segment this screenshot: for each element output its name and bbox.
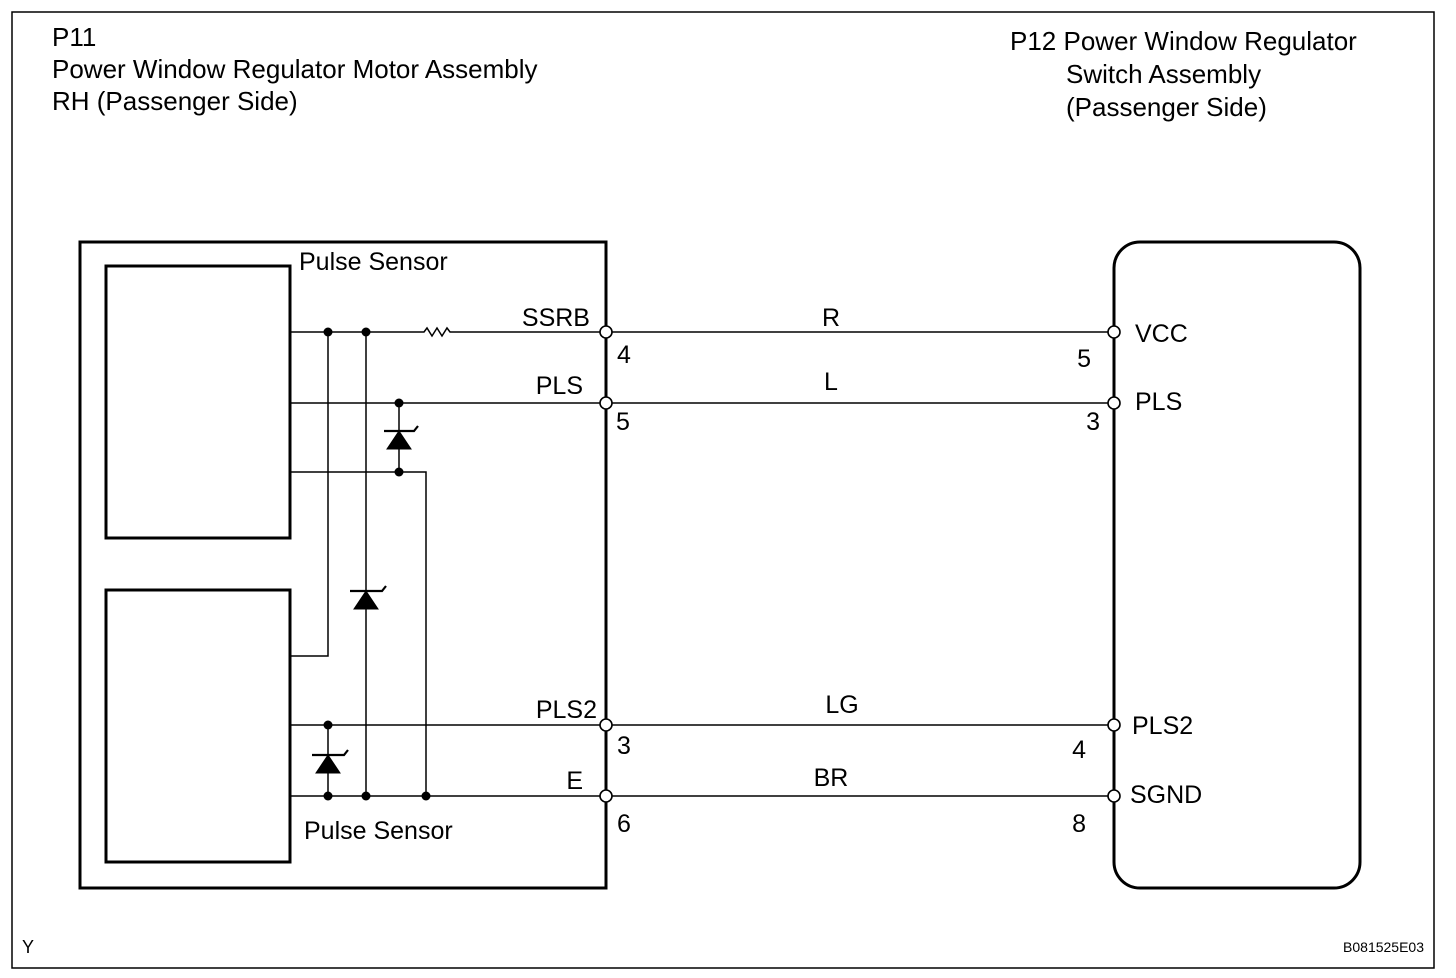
right-pin-sgnd: 8 [1072, 810, 1086, 838]
pulse-sensor-top [104, 264, 292, 540]
right-signal-sgnd: SGND [1130, 781, 1202, 809]
right-pin-pls: 3 [1086, 408, 1100, 436]
right-pin-vcc: 5 [1077, 345, 1091, 373]
wire-color-r: R [822, 304, 840, 332]
pulse-sensor-top-label: Pulse Sensor [299, 248, 448, 276]
right-signal-pls: PLS [1135, 388, 1182, 416]
left-connector-side: RH (Passenger Side) [52, 86, 298, 116]
pulse-sensor-bottom [104, 588, 292, 864]
right-pin-pls2: 4 [1072, 736, 1086, 764]
corner-mark: Y [22, 937, 34, 957]
connector-terminals [599, 325, 1121, 803]
wire-color-lg: LG [825, 691, 858, 719]
left-connector-name: Power Window Regulator Motor Assembly [52, 54, 538, 84]
junction-dots [323, 327, 431, 801]
internal-wiring [290, 326, 606, 797]
right-connector-line2: Switch Assembly [1066, 59, 1261, 89]
wire-color-br: BR [814, 764, 849, 792]
zener-diode-pls [384, 425, 419, 450]
left-signal-ssrb: SSRB [522, 304, 590, 332]
left-pin-e: 6 [617, 810, 631, 838]
left-pin-ssrb: 4 [617, 341, 631, 369]
motor-assembly-box [78, 240, 608, 890]
left-pin-pls: 5 [616, 408, 630, 436]
zener-diode-pls2 [312, 749, 349, 774]
diagram-frame [11, 11, 1435, 969]
left-connector-id: P11 [52, 22, 96, 52]
pulse-sensor-bottom-label: Pulse Sensor [304, 817, 453, 845]
left-signal-pls2: PLS2 [536, 696, 597, 724]
switch-assembly-box [1112, 240, 1362, 890]
right-signal-pls2: PLS2 [1132, 712, 1193, 740]
left-signal-pls: PLS [536, 372, 583, 400]
right-connector-line1: P12 Power Window Regulator [1010, 26, 1357, 56]
right-signal-vcc: VCC [1135, 320, 1188, 348]
harness-wires [606, 331, 1114, 797]
left-signal-e: E [566, 767, 583, 795]
zener-diode-supply [350, 585, 387, 610]
right-connector-line3: (Passenger Side) [1066, 92, 1267, 122]
figure-code: B081525E03 [1343, 939, 1424, 955]
left-pin-pls2: 3 [617, 732, 631, 760]
wire-color-l: L [824, 368, 838, 396]
